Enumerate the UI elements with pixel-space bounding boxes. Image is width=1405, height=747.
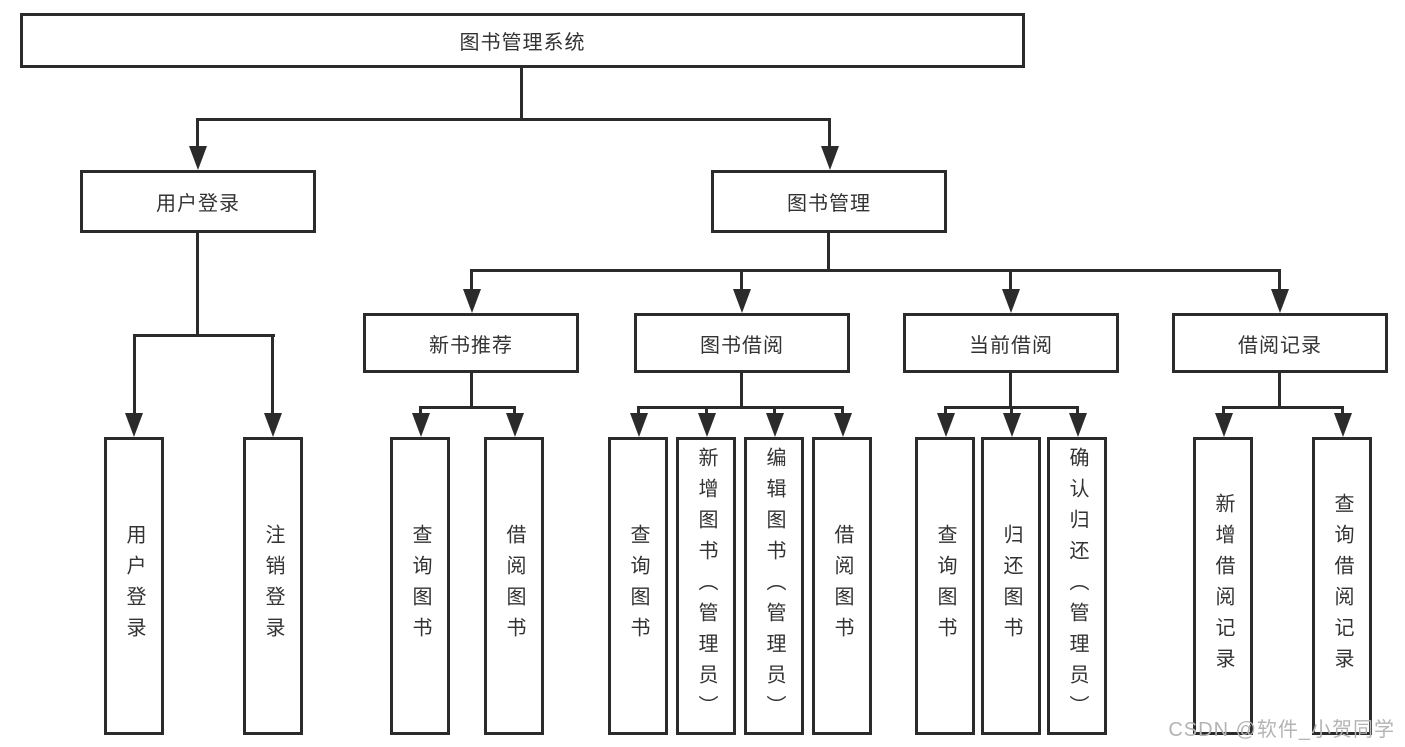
- connector-line: [196, 118, 199, 152]
- arrowhead-down-icon: [821, 146, 839, 170]
- node-label: 归还图书: [1000, 524, 1022, 648]
- leaf-record-add-borrow-record: 新增借阅记录: [1193, 437, 1253, 735]
- connector-line: [773, 406, 776, 415]
- node-root: 图书管理系统: [20, 13, 1025, 68]
- leaf-bookborrow-query-books: 查询图书: [608, 437, 668, 735]
- connector-line: [637, 406, 640, 415]
- connector-line: [1222, 406, 1225, 415]
- connector-line: [513, 406, 516, 415]
- connector-line: [1222, 406, 1344, 409]
- connector-line: [197, 118, 831, 121]
- node-book-borrow: 图书借阅: [634, 313, 850, 373]
- node-label: 编辑图书（管理员）: [763, 446, 785, 726]
- connector-line: [470, 269, 1281, 272]
- connector-line: [740, 269, 743, 292]
- node-label: 查询图书: [409, 524, 431, 648]
- connector-line: [841, 406, 844, 415]
- node-label: 查询图书: [627, 524, 649, 648]
- arrowhead-down-icon: [1002, 289, 1020, 313]
- connector-line: [828, 118, 831, 152]
- connector-line: [1278, 371, 1281, 409]
- arrowhead-down-icon: [766, 413, 784, 437]
- leaf-newbook-borrow-books: 借阅图书: [484, 437, 544, 735]
- node-label: 新书推荐: [429, 334, 513, 357]
- connector-line: [271, 334, 274, 416]
- node-label: 注销登录: [262, 524, 284, 648]
- node-label: 新增借阅记录: [1212, 493, 1234, 679]
- leaf-current-confirm-return-admin: 确认归还（管理员）: [1047, 437, 1107, 735]
- node-new-book-recommend: 新书推荐: [363, 313, 579, 373]
- leaf-current-return-books: 归还图书: [981, 437, 1041, 735]
- connector-line: [1009, 269, 1012, 292]
- arrowhead-down-icon: [698, 413, 716, 437]
- connector-line: [1010, 406, 1013, 415]
- node-label: 用户登录: [123, 524, 145, 648]
- arrowhead-down-icon: [630, 413, 648, 437]
- arrowhead-down-icon: [733, 289, 751, 313]
- leaf-current-query-books: 查询图书: [915, 437, 975, 735]
- node-label: 当前借阅: [969, 334, 1053, 357]
- arrowhead-down-icon: [834, 413, 852, 437]
- connector-line: [637, 406, 844, 409]
- arrowhead-down-icon: [463, 289, 481, 313]
- node-label: 图书借阅: [700, 334, 784, 357]
- leaf-bookborrow-add-books-admin: 新增图书（管理员）: [676, 437, 736, 735]
- connector-line: [419, 406, 516, 409]
- leaf-logout: 注销登录: [243, 437, 303, 735]
- leaf-record-query-borrow-record: 查询借阅记录: [1312, 437, 1372, 735]
- node-current-borrow: 当前借阅: [903, 313, 1119, 373]
- arrowhead-down-icon: [506, 413, 524, 437]
- node-user-login: 用户登录: [80, 170, 316, 233]
- node-label: 查询图书: [934, 524, 956, 648]
- arrowhead-down-icon: [1069, 413, 1087, 437]
- node-label: 借阅图书: [831, 524, 853, 648]
- connector-line: [470, 269, 473, 292]
- arrowhead-down-icon: [1003, 413, 1021, 437]
- connector-line: [944, 406, 947, 415]
- node-label: 查询借阅记录: [1331, 493, 1353, 679]
- connector-line: [196, 231, 199, 337]
- connector-line: [1009, 371, 1012, 409]
- node-label: 图书管理系统: [459, 32, 586, 54]
- node-label: 用户登录: [156, 193, 240, 215]
- leaf-bookborrow-edit-books-admin: 编辑图书（管理员）: [744, 437, 804, 735]
- node-label: 图书管理: [787, 193, 871, 215]
- node-label: 借阅图书: [503, 524, 525, 648]
- connector-line: [133, 334, 136, 416]
- connector-line: [520, 66, 523, 121]
- arrowhead-down-icon: [1334, 413, 1352, 437]
- node-label: 确认归还（管理员）: [1066, 446, 1088, 726]
- node-label: 新增图书（管理员）: [695, 446, 717, 726]
- connector-line: [740, 371, 743, 409]
- connector-line: [133, 334, 275, 337]
- arrowhead-down-icon: [412, 413, 430, 437]
- watermark: CSDN @软件_小贺同学: [1168, 719, 1395, 741]
- leaf-bookborrow-borrow-books: 借阅图书: [812, 437, 872, 735]
- connector-line: [1076, 406, 1079, 415]
- arrowhead-down-icon: [125, 413, 143, 437]
- node-borrow-record: 借阅记录: [1172, 313, 1388, 373]
- node-label: 借阅记录: [1238, 334, 1322, 357]
- connector-line: [827, 231, 830, 272]
- connector-line: [470, 371, 473, 409]
- arrowhead-down-icon: [189, 146, 207, 170]
- leaf-user-login: 用户登录: [104, 437, 164, 735]
- node-book-management: 图书管理: [711, 170, 947, 233]
- connector-line: [705, 406, 708, 415]
- arrowhead-down-icon: [937, 413, 955, 437]
- connector-line: [419, 406, 422, 415]
- connector-line: [1278, 269, 1281, 292]
- arrowhead-down-icon: [1215, 413, 1233, 437]
- arrowhead-down-icon: [264, 413, 282, 437]
- connector-line: [1341, 406, 1344, 415]
- leaf-newbook-query-books: 查询图书: [390, 437, 450, 735]
- arrowhead-down-icon: [1271, 289, 1289, 313]
